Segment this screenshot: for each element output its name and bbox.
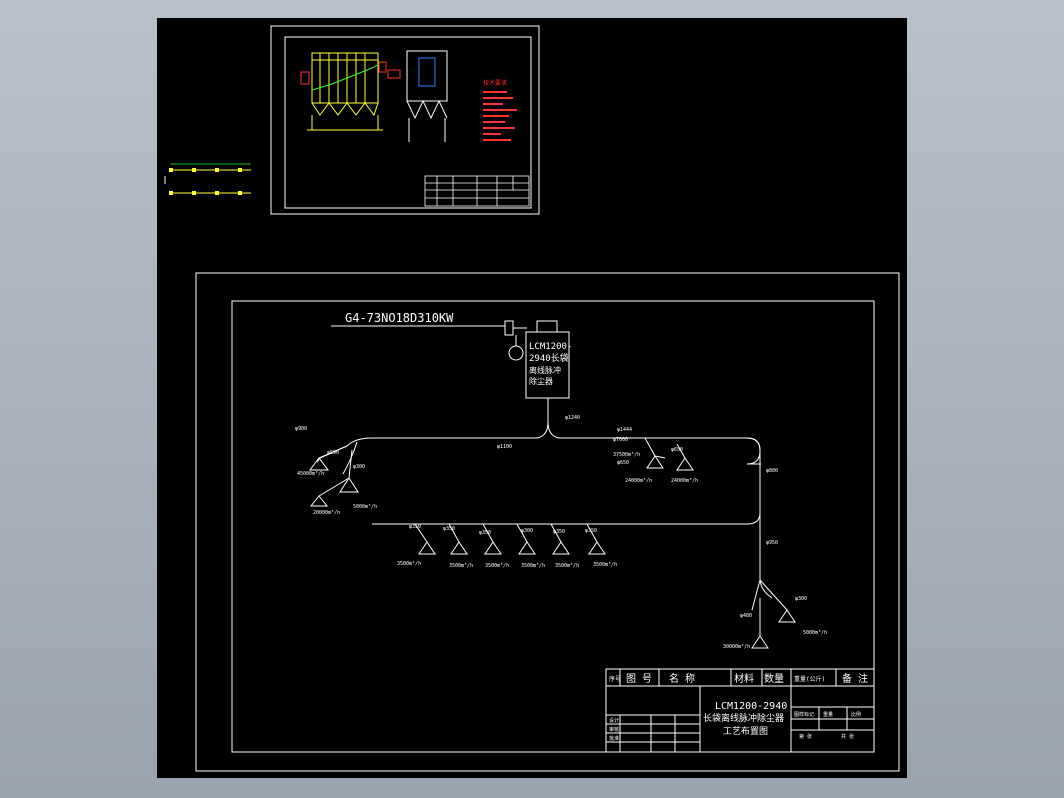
tb-stage: 图样标记 [794,711,814,718]
tb-h-qty: 数量 [764,672,784,685]
label-main-out: φ1240 [565,415,580,421]
preview-end-view [406,50,448,142]
hood-bottom-2 [450,541,468,555]
flow-rt-flow: 37500m³/h [613,452,640,458]
flow-rt-dia: φ650 [617,460,629,466]
label-bottom-b2: φ350 [443,526,455,532]
flow-rt-2: 24000m³/h [671,478,698,484]
label-bottom-b3: φ350 [479,530,491,536]
label-bottom-b1: φ350 [409,524,421,530]
label-right-v1: φ800 [766,468,778,474]
label-left-b1: φ590 [327,450,339,456]
drawing-canvas: 技术要求 [157,18,907,778]
hoods [309,455,796,649]
cad-drawing: 技术要求 [164,25,900,772]
hood-lower-right [778,609,796,623]
preview-notes: 技术要求 [483,79,517,141]
label-rt-b3: φ650 [671,447,683,453]
collector-label-3: 离线脉冲 [529,365,561,375]
tb-sheets: 共 张 [841,733,854,740]
label-left-b2: φ300 [353,464,365,470]
main-outer-frame [195,272,900,772]
tb-h-remark: 备 注 [842,672,868,685]
branch-lines [318,437,788,611]
label-right-top: φ1444 [617,427,632,433]
tb-h-name: 名 称 [669,672,695,685]
flow-bottom-2: 3500m³/h [449,563,473,569]
preview-notes-title: 技术要求 [483,79,507,87]
flow-bottom-6: 3500m³/h [593,562,617,568]
preview-side-inlet [300,71,310,85]
flow-bottom-1: 3500m³/h [397,561,421,567]
hood-bottom-5 [552,541,570,555]
left-link [318,477,350,497]
tb-design: 设计 [609,717,619,724]
preview-outer-frame [270,25,540,215]
hood-left-1 [309,457,329,471]
tb-scale: 比例 [851,711,861,718]
tb-h-material: 材料 [734,672,754,685]
title-block-text: 序号 图 号 名 称 材料 数量 重量(公斤) 备 注 LCM1200-2940… [609,672,868,742]
hood-bottom-6 [588,541,606,555]
label-lower-left: φ480 [740,613,752,619]
flow-bottom-3: 3500m³/h [485,563,509,569]
label-left-end: φ900 [295,426,307,432]
preview-sheet: 技术要求 [270,25,540,215]
main-inner-frame [231,300,875,753]
collector-label-1: LCM1200- [529,342,572,352]
tb-check: 审核 [609,726,619,733]
pipe-network [316,398,773,599]
label-rt-b1: φ7000 [613,437,628,443]
label-bottom-b5: φ350 [553,529,565,535]
label-right-v2: φ950 [766,540,778,546]
hood-bottom-4 [518,541,536,555]
label-bottom-b6: φ350 [585,528,597,534]
flow-left-1: 45000m³/h [297,471,324,477]
preview-side-view [307,52,383,131]
title-block-grid [605,668,875,753]
preview-side-diagonal [311,63,380,91]
tb-h-weight: 重量(公斤) [794,675,825,683]
tb-title-1: LCM1200-2940 [715,701,787,712]
preview-title-block [424,175,530,207]
tb-approve: 批准 [609,735,619,742]
flow-left-2: 5000m³/h [353,504,377,510]
hood-lower-left [751,635,769,649]
hood-rt-1 [646,455,664,469]
collector-label-4: 除尘器 [529,376,553,386]
tb-sheet: 第 张 [799,733,812,740]
hood-rt-2 [676,457,694,471]
fan-symbol [504,320,527,361]
preview-inner-frame [284,36,532,209]
tb-h-drawing-no: 图 号 [626,673,652,685]
flow-bottom-4: 3500m³/h [521,563,545,569]
tb-title-2: 长袋离线脉冲除尘器 [703,712,784,724]
label-left-main: φ1100 [497,444,512,450]
hood-bottom-1 [418,541,436,555]
pipe-labels: φ1240 φ1100 φ1444 φ800 φ950 φ900 φ590 φ3… [295,415,807,619]
label-lower-right: φ300 [795,596,807,602]
preview-end-flange [387,69,401,79]
label-bottom-b4: φ300 [521,528,533,534]
tb-h-seq: 序号 [609,675,621,683]
flow-labels: 45000m³/h 5000m³/h 20000m³/h 37500m³/h φ… [297,452,827,650]
flow-bottom-5: 3500m³/h [555,563,579,569]
hood-left-2 [339,477,359,493]
collector-label-2: 2940长袋 [529,352,569,364]
tb-title-3: 工艺布置图 [723,725,768,737]
hood-bottom-3 [484,541,502,555]
tb-weight: 重量 [823,711,833,718]
flow-lower-left: 30000m³/h [723,644,750,650]
preview-side-outlet [378,61,387,73]
rail-detail [164,163,251,195]
flow-left-3: 20000m³/h [313,510,340,516]
flow-lower-right: 5000m³/h [803,630,827,636]
hood-left-3 [309,495,329,507]
fan-model-label: G4-73NO18D310KW [345,311,454,325]
flow-rt-1: 24000m³/h [625,478,652,484]
